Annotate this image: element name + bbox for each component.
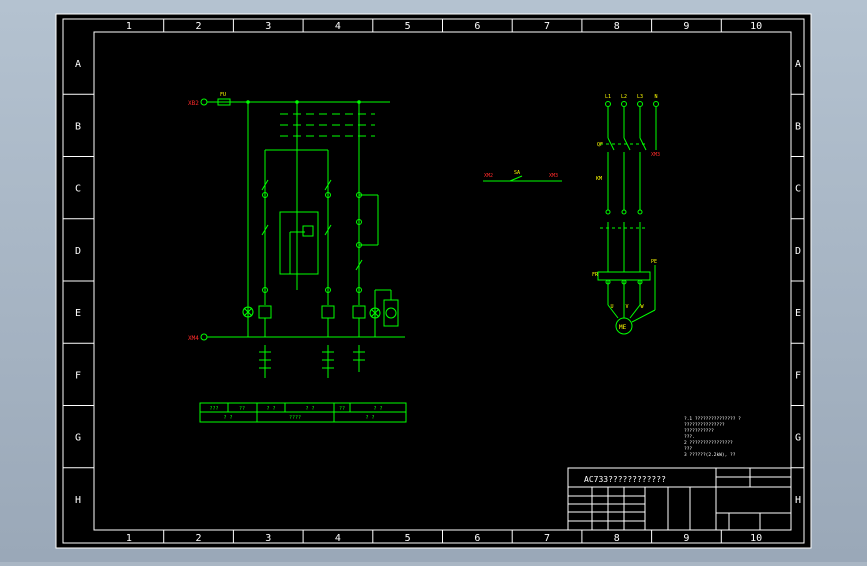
column-label-bottom: 2	[196, 533, 202, 544]
node-label-xb2: XB2	[188, 100, 199, 107]
motor-terminal-label: U	[610, 304, 613, 310]
motor-terminal-label: V	[625, 304, 628, 310]
legend-cell: ???	[209, 406, 218, 412]
row-label-right: C	[795, 184, 801, 195]
note-line: ?.1 ??????????????? ?	[684, 416, 741, 422]
row-label-right: D	[795, 246, 801, 257]
motor-label: ME	[619, 324, 627, 331]
column-label-bottom: 8	[614, 533, 620, 544]
row-label-left: D	[75, 246, 81, 257]
column-label-bottom: 3	[265, 533, 271, 544]
legend-cell: ? ?	[365, 415, 374, 421]
column-label-top: 2	[196, 21, 202, 32]
note-line: ???????????	[684, 428, 714, 434]
row-label-left: H	[75, 495, 81, 506]
note-line: ???.	[684, 434, 695, 440]
column-label-bottom: 10	[750, 533, 762, 544]
column-label-bottom: 1	[126, 533, 132, 544]
row-label-right: F	[795, 370, 801, 381]
legend-cell: ? ?	[373, 406, 382, 412]
control-circuit-nodes	[246, 100, 362, 293]
column-label-top: 7	[544, 21, 550, 32]
protective-earth-label: PE	[651, 259, 657, 265]
column-label-top: 6	[474, 21, 480, 32]
supply-label: L2	[621, 94, 627, 100]
supply-label: L3	[637, 94, 643, 100]
power-circuit-nodes	[605, 209, 643, 285]
column-label-bottom: 4	[335, 533, 341, 544]
column-label-top: 4	[335, 21, 341, 32]
column-label-bottom: 6	[474, 533, 480, 544]
power-circuit	[597, 101, 659, 335]
row-label-left: A	[75, 59, 81, 70]
note-line: 3 ??????(2.2kW), ??	[684, 452, 736, 458]
row-label-left: G	[75, 433, 81, 444]
column-label-bottom: 5	[405, 533, 411, 544]
column-label-top: 9	[683, 21, 689, 32]
legend-table	[199, 402, 407, 423]
row-label-left: E	[75, 308, 81, 319]
thermal-relay-label: FR	[592, 272, 599, 278]
motor-terminals: U V W	[610, 304, 644, 310]
contactor-label: KM	[596, 176, 602, 182]
node-label-xm4: XM4	[188, 335, 199, 342]
drawing-sheet	[55, 13, 812, 549]
legend-cell: ? ?	[223, 415, 232, 421]
column-label-top: 10	[750, 21, 762, 32]
legend-cells: ????? ? ? ? ??? ? ? ? ????? ? ?	[209, 406, 382, 421]
row-label-left: C	[75, 184, 81, 195]
legend-cell: ????	[289, 415, 301, 421]
note-line: 2 ????????????????	[684, 440, 733, 446]
supply-label: L1	[605, 94, 611, 100]
legend-cell: ??	[239, 406, 245, 412]
column-label-top: 8	[614, 21, 620, 32]
control-circuit	[200, 98, 405, 378]
xm3-label: XM3	[651, 152, 660, 158]
column-label-bottom: 9	[683, 533, 689, 544]
column-label-bottom: 7	[544, 533, 550, 544]
supply-label: N	[654, 94, 657, 100]
legend-cell: ??	[339, 406, 345, 412]
row-label-right: A	[795, 59, 801, 70]
legend-cell: ? ?	[305, 406, 314, 412]
switch-node-right: XM3	[549, 173, 558, 179]
row-label-left: B	[75, 121, 81, 132]
fuse-label: FU	[220, 92, 226, 98]
row-label-right: E	[795, 308, 801, 319]
row-label-right: B	[795, 121, 801, 132]
column-label-top: 5	[405, 21, 411, 32]
legend-cell: ? ?	[266, 406, 275, 412]
row-label-right: G	[795, 433, 801, 444]
row-label-right: H	[795, 495, 801, 506]
breaker-label: QF	[597, 142, 603, 148]
row-label-left: F	[75, 370, 81, 381]
title-block	[567, 467, 792, 531]
column-label-top: 3	[265, 21, 271, 32]
note-line: ???	[684, 446, 692, 452]
supply-labels: L1 L2 L3 N	[605, 94, 658, 100]
switch-label: SA	[514, 170, 520, 176]
switch-node-left: XM2	[484, 173, 493, 179]
column-label-top: 1	[126, 21, 132, 32]
title-block-title: AC733????????????	[584, 475, 666, 484]
selector-switch	[483, 175, 562, 182]
note-line: ???????????????	[684, 422, 725, 428]
motor-terminal-label: W	[640, 304, 644, 310]
technical-notes: ?.1 ??????????????? ????????????????????…	[684, 416, 741, 458]
